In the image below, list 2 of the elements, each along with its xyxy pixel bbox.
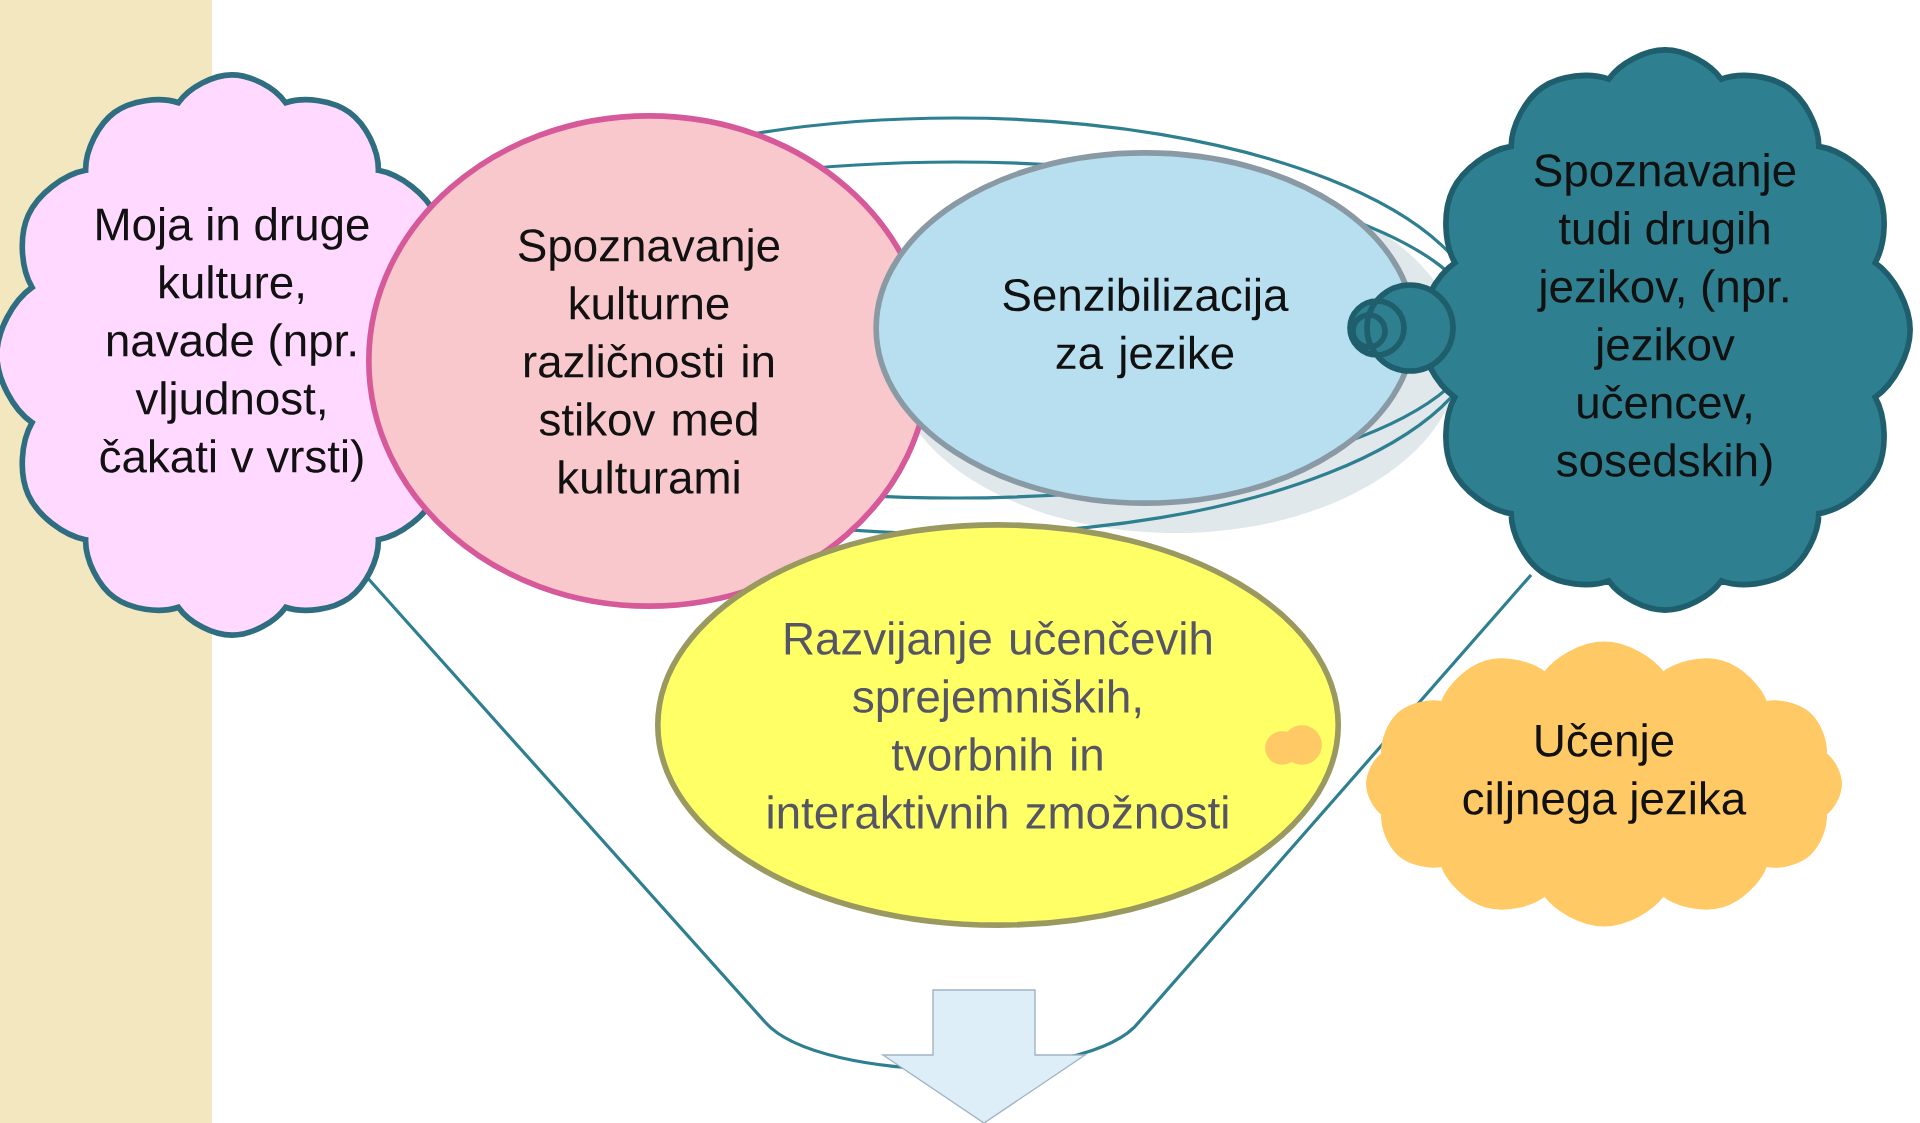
thought-cloud: Učenje ciljnega jezika	[1366, 641, 1842, 927]
thought-cloud: Spoznavanje tudi drugih jezikov, (npr. jezikov učencev, sosedskih)	[1417, 47, 1913, 613]
